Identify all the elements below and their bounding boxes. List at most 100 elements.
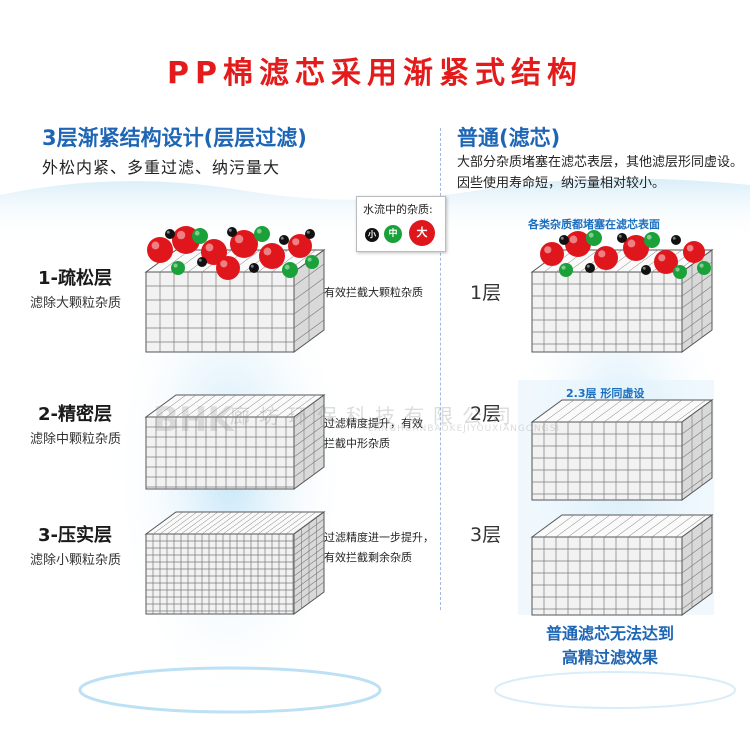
- layer-2-desc: 滤除中颗粒杂质: [30, 432, 122, 447]
- impurity-large: [623, 235, 649, 261]
- layer-1-note: 有效拦截大颗粒杂质: [324, 283, 423, 303]
- conclusion-line-2: 高精过滤效果: [561, 648, 658, 667]
- impurity-small: [165, 229, 175, 239]
- legend-ball-medium: 中: [384, 225, 402, 243]
- impurity-large-highlight: [569, 235, 578, 244]
- impurity-medium-highlight: [699, 263, 704, 268]
- impurity-large: [230, 230, 258, 258]
- layer-2-name: 2-精密层: [38, 404, 112, 425]
- impurity-small: [559, 235, 569, 245]
- impurity-medium-highlight: [561, 265, 566, 270]
- impurity-medium-highlight: [646, 234, 652, 240]
- column-divider: [440, 128, 441, 610]
- left-heading: 3层渐紧结构设计(层层过滤): [42, 126, 307, 150]
- impurity-small: [197, 257, 207, 267]
- layer-2-note-line-1: 过滤精度提升，有效: [324, 417, 423, 430]
- right-layer-1-label: 1层: [470, 282, 502, 304]
- legend-ball-small: 小: [365, 228, 379, 242]
- impurity-large: [683, 241, 705, 263]
- impurity-medium-highlight: [675, 267, 680, 272]
- impurity-medium: [254, 226, 270, 242]
- impurity-large: [201, 239, 227, 265]
- layer-3-name: 3-压实层: [38, 525, 112, 546]
- right-block-layer-3: [530, 514, 714, 616]
- impurity-small: [641, 265, 651, 275]
- impurity-large-highlight: [658, 254, 666, 262]
- impurity-medium-highlight: [284, 264, 290, 270]
- impurity-medium: [282, 262, 298, 278]
- impurity-small-highlight: [642, 266, 646, 270]
- impurity-large-highlight: [627, 239, 636, 248]
- impurity-medium-highlight: [256, 228, 262, 234]
- watermark-logo: BHK: [153, 400, 234, 440]
- legend-title: 水流中的杂质:: [363, 203, 433, 216]
- left-block-layer-2: [144, 394, 326, 490]
- impurity-small-highlight: [586, 264, 590, 268]
- layer-2-note: 过滤精度提升，有效 拦截中形杂质: [324, 414, 423, 454]
- impurity-medium: [697, 261, 711, 275]
- impurity-large-highlight: [176, 230, 186, 240]
- right-description: 大部分杂质堵塞在滤芯表层，其他滤层形同虚设。因些使用寿命短，纳污量相对较小。: [457, 155, 744, 191]
- conclusion-line-1: 普通滤芯无法达到: [545, 624, 674, 643]
- impurity-large-highlight: [234, 234, 244, 244]
- right-block-layer-2: [530, 399, 714, 501]
- right-heading: 普通(滤芯): [457, 126, 561, 150]
- right-top-note: 各类杂质都堵塞在滤芯表面: [528, 218, 660, 231]
- impurity-small-highlight: [672, 236, 676, 240]
- impurity-medium: [171, 261, 185, 275]
- layer-3-desc: 滤除小颗粒杂质: [30, 553, 122, 568]
- impurity-medium: [644, 232, 660, 248]
- layer-1-note-line: 有效拦截大颗粒杂质: [324, 286, 423, 299]
- right-block-layer-1: [530, 249, 714, 353]
- impurity-small-highlight: [166, 230, 170, 234]
- impurity-large: [565, 231, 591, 257]
- impurity-large: [594, 246, 618, 270]
- impurity-small: [227, 227, 237, 237]
- watermark-url: LANGHUANBAOKEJIYOUXIANGONGSI: [368, 424, 560, 434]
- impurity-balls: [147, 226, 711, 280]
- impurity-large-highlight: [205, 243, 214, 252]
- layer-1-desc: 滤除大颗粒杂质: [30, 296, 122, 311]
- impurity-medium: [673, 265, 687, 279]
- impurity-medium: [586, 230, 602, 246]
- splash-ring-left: [78, 666, 382, 714]
- filter-blocks: [144, 249, 714, 616]
- impurity-small: [249, 263, 259, 273]
- impurity-large-highlight: [598, 250, 606, 258]
- impurity-large: [540, 242, 564, 266]
- impurity-large: [259, 243, 285, 269]
- impurity-small: [671, 235, 681, 245]
- impurity-legend: 水流中的杂质: 小 中 大: [356, 196, 446, 252]
- right-layer-2-label: 2层: [470, 403, 502, 425]
- layer-3-note-line-1: 过滤精度进一步提升，: [324, 531, 434, 544]
- impurity-small-highlight: [306, 230, 310, 234]
- impurity-large-highlight: [544, 246, 552, 254]
- impurity-large: [147, 237, 173, 263]
- impurity-small: [617, 233, 627, 243]
- impurity-small-highlight: [198, 258, 202, 262]
- impurity-small-highlight: [618, 234, 622, 238]
- impurity-large: [654, 250, 678, 274]
- right-mid-note: 2.3层 形同虚设: [566, 387, 645, 400]
- impurity-large-highlight: [686, 244, 694, 252]
- right-conclusion: 普通滤芯无法达到 高精过滤效果: [520, 622, 700, 670]
- impurity-large-highlight: [220, 260, 228, 268]
- splash-ring-right: [494, 671, 736, 709]
- left-subheading: 外松内紧、多重过滤、纳污量大: [42, 158, 281, 177]
- impurity-large-highlight: [263, 247, 272, 256]
- layer-1-name: 1-疏松层: [38, 268, 112, 289]
- impurity-medium: [192, 228, 208, 244]
- impurity-small-highlight: [280, 236, 284, 240]
- impurity-small: [585, 263, 595, 273]
- watermark-text: 廊坊环保科技有限公司: [230, 404, 520, 428]
- left-block-layer-3: [144, 511, 326, 615]
- right-layer-3-label: 3层: [470, 524, 502, 546]
- impurity-large-highlight: [151, 241, 160, 250]
- impurity-medium-highlight: [173, 263, 178, 268]
- impurity-large-highlight: [292, 238, 300, 246]
- layer-3-note: 过滤精度进一步提升， 有效拦截剩余杂质: [324, 528, 434, 568]
- layer-3-note-line-2: 有效拦截剩余杂质: [324, 551, 412, 564]
- impurity-small-highlight: [250, 264, 254, 268]
- impurity-large: [216, 256, 240, 280]
